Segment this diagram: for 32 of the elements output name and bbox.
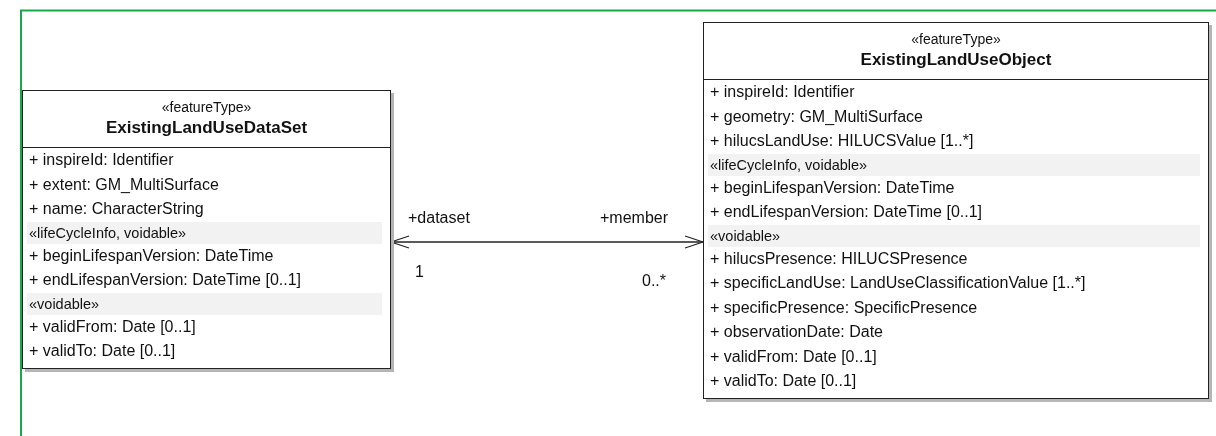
role-name: +dataset — [408, 209, 470, 227]
class-name: ExistingLandUseObject — [859, 49, 1053, 71]
attribute-text: + extent: GM_MultiSurface — [28, 174, 220, 195]
attribute-text: + hilucsPresence: HILUCSPresence — [709, 248, 969, 269]
attribute-text: + endLifespanVersion: DateTime [0..1] — [28, 270, 302, 290]
compartment-stereotype: «lifeCycleInfo, voidable» — [708, 153, 1200, 176]
attribute-text: + validFrom: Date [0..1] — [28, 316, 197, 337]
attribute-text: + name: CharacterString — [28, 199, 205, 219]
attribute-text: + specificLandUse: LandUseClassificationValue [1..*] — [709, 273, 1087, 293]
class-box — [703, 22, 1209, 399]
class-box — [22, 90, 391, 369]
role-name: +member — [600, 209, 669, 227]
stereotype-label: «featureType» — [910, 30, 1002, 49]
attribute-text: + geometry: GM_MultiSurface — [709, 106, 924, 127]
attribute-text: + beginLifespanVersion: DateTime — [709, 177, 956, 198]
attribute-text: + validFrom: Date [0..1] — [709, 346, 878, 367]
attribute-text: + endLifespanVersion: DateTime [0..1] — [709, 202, 983, 222]
attribute-text: + hilucsLandUse: HILUCSValue [1..*] — [709, 131, 975, 151]
compartment-stereotype: «lifeCycleInfo, voidable» — [27, 221, 382, 244]
attribute-text: + inspireId: Identifier — [709, 82, 856, 102]
attribute-text: + beginLifespanVersion: DateTime — [28, 245, 275, 266]
attribute-text: + specificPresence: SpecificPresence — [709, 297, 979, 318]
compartment-stereotype: «voidable» — [708, 224, 1200, 247]
class-name: ExistingLandUseDataSet — [104, 117, 309, 139]
attribute-text: + inspireId: Identifier — [28, 150, 175, 170]
multiplicity-label: 1 — [415, 263, 424, 281]
compartment-stereotype: «voidable» — [27, 292, 382, 315]
attribute-text: + validTo: Date [0..1] — [28, 341, 177, 361]
stereotype-label: «featureType» — [160, 98, 253, 117]
attribute-text: + observationDate: Date — [709, 322, 884, 342]
multiplicity-label: 0..* — [642, 272, 666, 290]
attribute-text: + validTo: Date [0..1] — [709, 371, 858, 391]
